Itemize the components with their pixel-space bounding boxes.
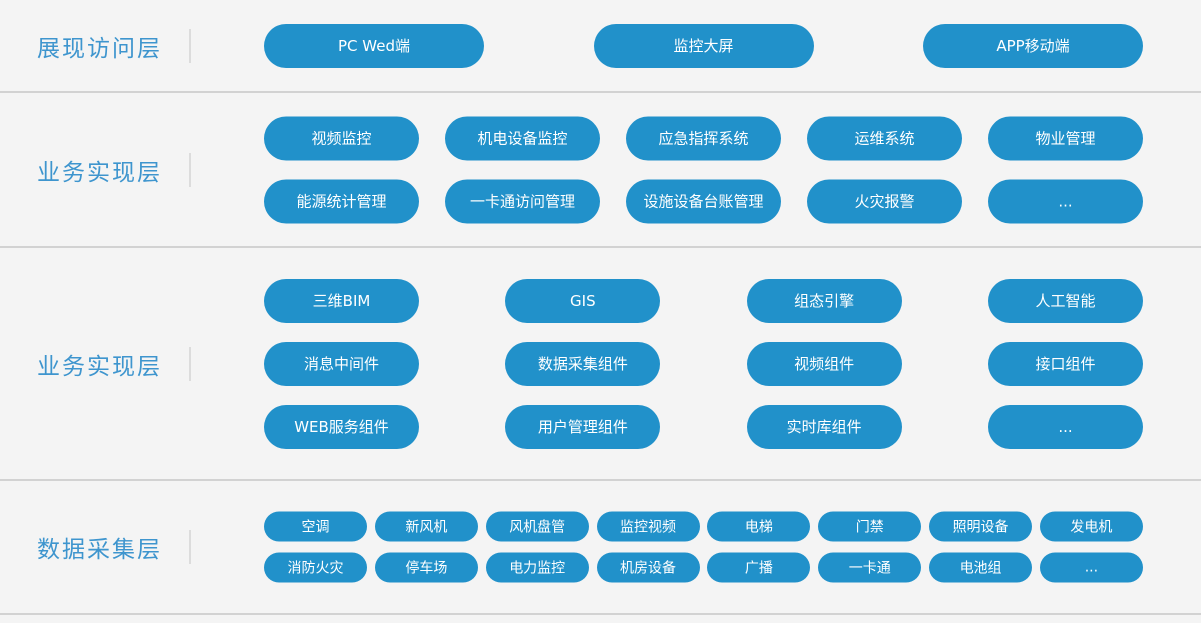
layer-section-data-collection-layer: 数据采集层空调新风机风机盘管监控视频电梯门禁照明设备发电机消防火灾停车场电力监控… xyxy=(0,481,1201,615)
layer-pill[interactable]: PC Wed端 xyxy=(264,23,484,68)
pill-row: 三维BIM GIS 组态引擎 人工智能 xyxy=(264,278,1143,323)
layer-section-presentation-access-layer: 展现访问层 PC Wed端 监控大屏 APP移动端 xyxy=(0,0,1201,93)
layer-pill[interactable]: 监控视频 xyxy=(596,511,700,542)
layer-pill[interactable]: 组态引擎 xyxy=(746,278,902,323)
pill-grid: 空调新风机风机盘管监控视频电梯门禁照明设备发电机消防火灾停车场电力监控机房设备广… xyxy=(264,511,1143,583)
layer-pill[interactable]: 视频监控 xyxy=(264,116,419,160)
layer-pill[interactable]: GIS xyxy=(505,278,661,323)
layer-label-business-implementation-layer-2: 业务实现层 xyxy=(37,353,162,380)
layer-pill[interactable]: 能源统计管理 xyxy=(264,179,419,223)
layer-pill[interactable]: 风机盘管 xyxy=(485,511,589,542)
pill-grid: PC Wed端 监控大屏 APP移动端 xyxy=(264,23,1143,68)
layer-label-divider-tick xyxy=(189,530,191,564)
pill-row: 消息中间件 数据采集组件 视频组件 接口组件 xyxy=(264,341,1143,386)
layer-pill[interactable]: 机电设备监控 xyxy=(445,116,600,160)
layer-pill[interactable]: 门禁 xyxy=(818,511,922,542)
layer-pill[interactable]: 停车场 xyxy=(374,552,478,583)
layer-pill[interactable]: ... xyxy=(988,179,1143,223)
layer-pill[interactable]: 空调 xyxy=(264,511,367,542)
layer-pill[interactable]: 广播 xyxy=(707,552,811,583)
pill-row: 空调新风机风机盘管监控视频电梯门禁照明设备发电机 xyxy=(264,511,1143,542)
layer-pill[interactable]: 应急指挥系统 xyxy=(626,116,781,160)
layer-pill[interactable]: 机房设备 xyxy=(596,552,700,583)
layer-label-divider-tick xyxy=(189,28,191,63)
layer-pill[interactable]: 物业管理 xyxy=(988,116,1143,160)
layer-pill[interactable]: 设施设备台账管理 xyxy=(626,179,781,223)
layer-pill[interactable]: ... xyxy=(987,404,1143,449)
layer-label-presentation-access-layer: 展现访问层 xyxy=(37,35,162,62)
layer-label-data-collection-layer: 数据采集层 xyxy=(37,537,162,563)
layer-pill[interactable]: 消息中间件 xyxy=(264,341,419,386)
layer-pill[interactable]: ... xyxy=(1039,552,1143,583)
layer-pill[interactable]: 一卡通访问管理 xyxy=(445,179,600,223)
layer-section-business-implementation-layer: 业务实现层视频监控机电设备监控应急指挥系统运维系统物业管理能源统计管理一卡通访问… xyxy=(0,93,1201,248)
layer-pill[interactable]: 电池组 xyxy=(929,552,1033,583)
layer-pill[interactable]: 用户管理组件 xyxy=(505,404,661,449)
layer-pill[interactable]: 三维BIM xyxy=(264,278,419,323)
pill-row: 能源统计管理一卡通访问管理设施设备台账管理火灾报警... xyxy=(264,179,1143,223)
layer-pill[interactable]: 人工智能 xyxy=(987,278,1143,323)
layer-section-business-implementation-layer-2: 业务实现层 三维BIM GIS 组态引擎 人工智能消息中间件 数据采集组件 视频组件 接口组件… xyxy=(0,248,1201,481)
layer-pill[interactable]: 一卡通 xyxy=(818,552,922,583)
layer-pill[interactable]: 火灾报警 xyxy=(807,179,962,223)
pill-grid: 视频监控机电设备监控应急指挥系统运维系统物业管理能源统计管理一卡通访问管理设施设… xyxy=(264,116,1143,223)
layer-pill[interactable]: 接口组件 xyxy=(987,341,1143,386)
layer-pill[interactable]: 实时库组件 xyxy=(746,404,902,449)
layer-pill[interactable]: 电力监控 xyxy=(485,552,589,583)
layer-pill[interactable]: 监控大屏 xyxy=(593,23,814,68)
layer-pill[interactable]: 消防火灾 xyxy=(264,552,367,583)
layer-pill[interactable]: WEB服务组件 xyxy=(264,404,419,449)
layer-pill[interactable]: APP移动端 xyxy=(923,23,1143,68)
layer-pill[interactable]: 视频组件 xyxy=(746,341,902,386)
layer-pill[interactable]: 运维系统 xyxy=(807,116,962,160)
layer-pill[interactable]: 电梯 xyxy=(707,511,811,542)
pill-row: PC Wed端 监控大屏 APP移动端 xyxy=(264,23,1143,68)
layer-pill[interactable]: 发电机 xyxy=(1039,511,1143,542)
layer-label-divider-tick xyxy=(189,346,191,381)
layer-label-divider-tick xyxy=(189,152,191,187)
pill-row: 视频监控机电设备监控应急指挥系统运维系统物业管理 xyxy=(264,116,1143,160)
pill-row: 消防火灾停车场电力监控机房设备广播一卡通电池组... xyxy=(264,552,1143,583)
layer-pill[interactable]: 照明设备 xyxy=(929,511,1033,542)
pill-row: WEB服务组件 用户管理组件 实时库组件... xyxy=(264,404,1143,449)
pill-grid: 三维BIM GIS 组态引擎 人工智能消息中间件 数据采集组件 视频组件 接口组件 WEB服务… xyxy=(264,278,1143,449)
layer-label-business-implementation-layer: 业务实现层 xyxy=(37,159,162,186)
layer-pill[interactable]: 新风机 xyxy=(374,511,478,542)
layer-pill[interactable]: 数据采集组件 xyxy=(505,341,661,386)
